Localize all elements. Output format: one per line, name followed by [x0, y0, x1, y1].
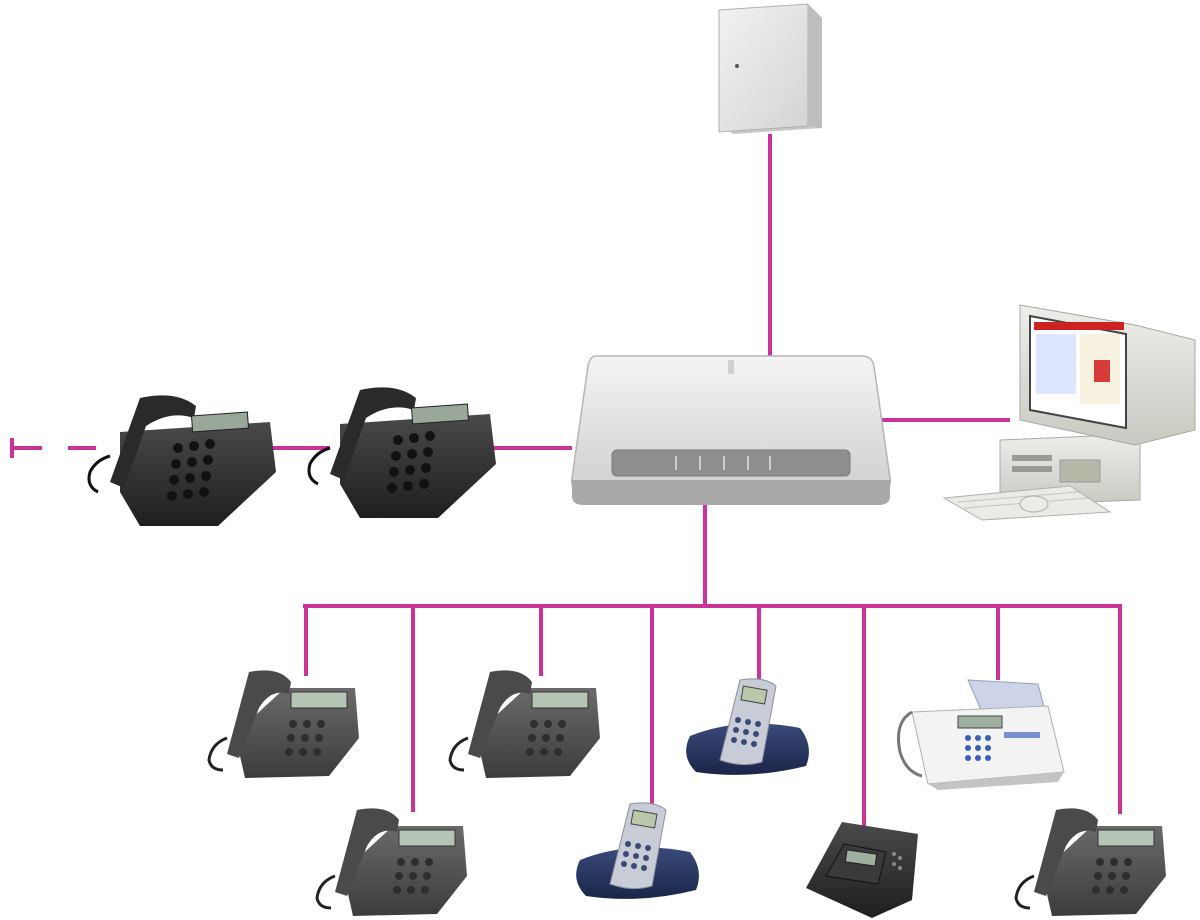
- desk-phone-icon: [1014, 808, 1166, 916]
- desk-phone-icon: [315, 808, 467, 916]
- answering-machine-icon: [806, 822, 918, 918]
- cordless-phone-icon: [686, 678, 809, 775]
- telephone-system-box-icon: [571, 355, 891, 505]
- desk-phone-icon: [448, 670, 600, 778]
- desk-phone-icon: [87, 395, 276, 526]
- desk-phone-icon: [207, 670, 359, 778]
- cordless-phone-icon: [576, 802, 699, 899]
- fax-machine-icon: [897, 679, 1065, 790]
- desk-phone-icon: [307, 387, 496, 518]
- wall-box-icon: [718, 3, 822, 134]
- connection-lines: [10, 134, 1122, 826]
- desktop-computer-icon: [942, 304, 1196, 521]
